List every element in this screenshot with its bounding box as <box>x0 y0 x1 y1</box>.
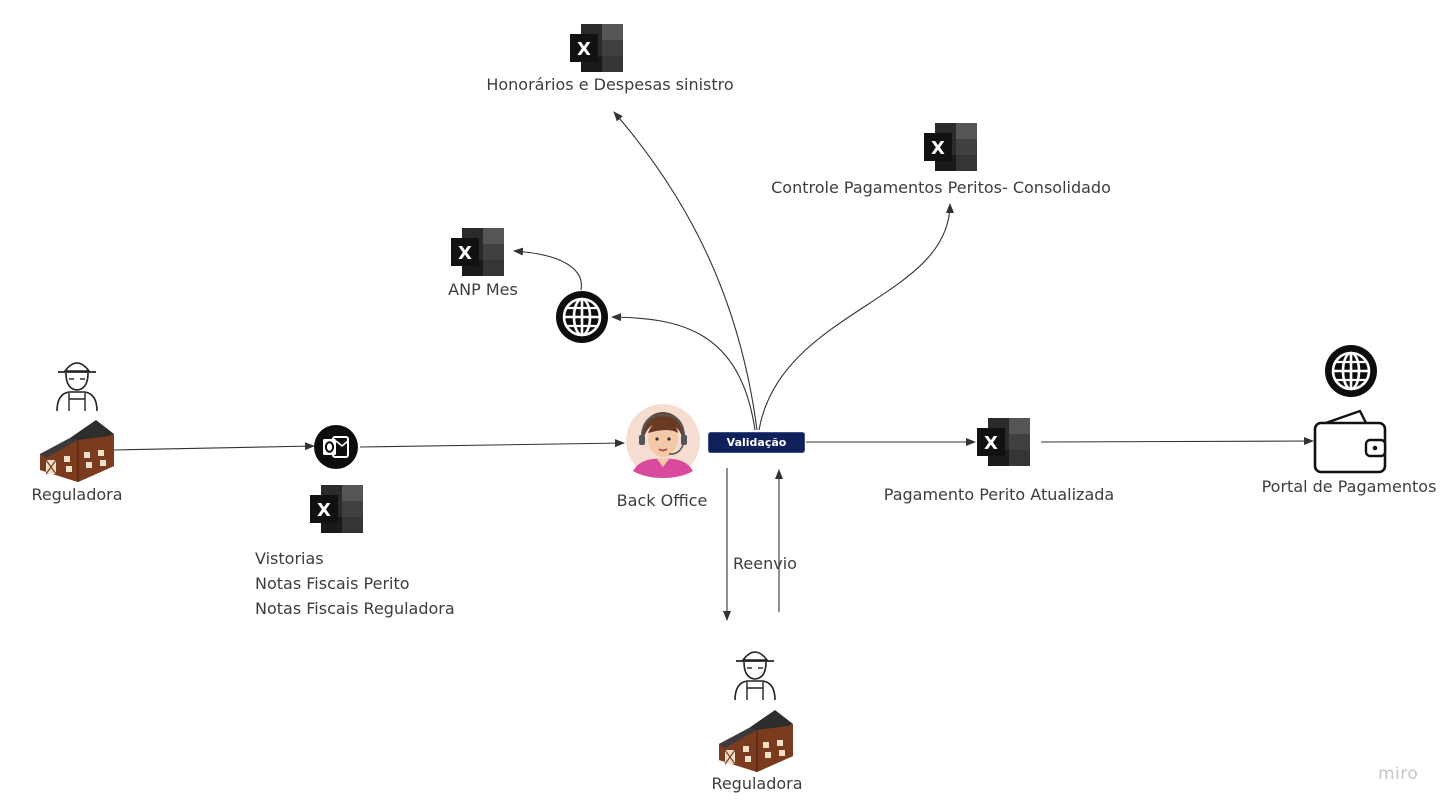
doc-item: Notas Fiscais Perito <box>255 574 410 593</box>
excel-icon <box>570 24 623 72</box>
barn-icon <box>39 419 115 483</box>
farmer-icon <box>734 651 776 701</box>
globe-icon <box>1323 343 1379 399</box>
excel-icon <box>310 485 363 533</box>
label-pagamento-perito: Pagamento Perito Atualizada <box>883 485 1115 504</box>
label-portal-pagamentos: Portal de Pagamentos <box>1261 477 1437 496</box>
validacao-node[interactable]: Validação <box>708 432 805 453</box>
edge-validacao-to-controle <box>758 203 954 431</box>
label-reguladora-bottom: Reguladora <box>711 774 803 793</box>
doc-item: Notas Fiscais Reguladora <box>255 599 455 618</box>
globe-icon <box>554 289 610 345</box>
edge-pagamento-to-portal <box>1040 437 1314 446</box>
edge-outlook-to-backoffice <box>359 439 625 448</box>
outlook-icon <box>314 425 358 469</box>
edge-validacao-to-globe <box>611 313 756 431</box>
excel-icon <box>451 228 504 276</box>
operator-avatar <box>626 404 700 478</box>
edge-globe-to-anp <box>513 247 582 291</box>
barn-icon <box>718 709 794 773</box>
edge-validacao-to-honorarios <box>613 111 758 431</box>
label-reenvio: Reenvio <box>733 554 797 573</box>
connectors <box>112 111 1314 621</box>
label-anp-mes: ANP Mes <box>448 280 518 299</box>
outlook-docs-list: Vistorias Notas Fiscais Perito Notas Fis… <box>255 546 455 621</box>
label-reguladora-left: Reguladora <box>31 485 123 504</box>
label-honorarios: Honorários e Despesas sinistro <box>486 75 734 94</box>
miro-watermark: miro <box>1378 764 1419 784</box>
label-back-office: Back Office <box>616 491 708 510</box>
edge-reguladora-to-outlook <box>112 442 315 451</box>
excel-icon <box>977 418 1030 466</box>
excel-icon <box>924 123 977 171</box>
label-controle-pagamentos: Controle Pagamentos Peritos- Consolidado <box>771 178 1111 197</box>
farmer-icon <box>56 362 98 412</box>
wallet-icon <box>1313 409 1387 474</box>
doc-item: Vistorias <box>255 549 324 568</box>
